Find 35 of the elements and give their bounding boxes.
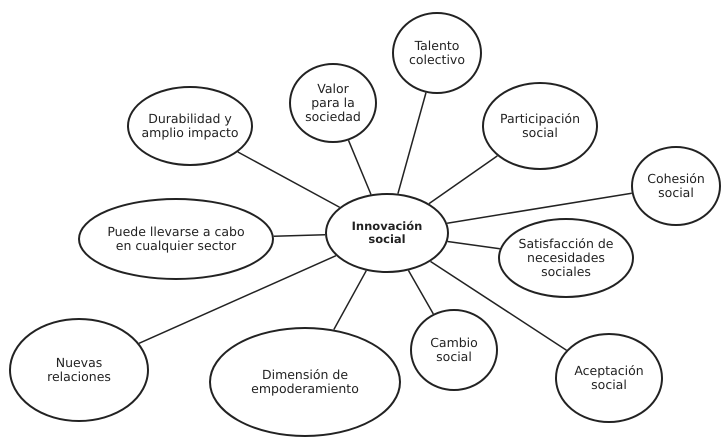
connector-line [430, 260, 567, 351]
node-label: Nuevas relaciones [46, 356, 112, 384]
ellipse-node [325, 193, 449, 273]
ellipse-node [127, 86, 253, 166]
connector-line [348, 140, 372, 195]
node-label: Dimensión de empoderamiento [250, 368, 360, 396]
ellipse-node [78, 198, 274, 280]
connector-line [448, 240, 500, 250]
ellipse-node [410, 309, 498, 391]
ellipse-node [555, 333, 663, 423]
node-label: Durabilidad y amplio impacto [140, 112, 240, 140]
ellipse-node [9, 318, 149, 422]
connector-line [138, 255, 336, 344]
node-label: Puede llevarse a cabo en cualquier sector [106, 225, 246, 253]
node-label: Participación social [498, 112, 581, 140]
node-label: Cohesión social [646, 172, 706, 200]
node-label: Cambio social [429, 336, 479, 364]
node-label: Satisfacción de necesidades sociales [518, 237, 614, 279]
ellipse-node [631, 146, 721, 226]
node-label: Valor para la sociedad [304, 82, 362, 124]
connector-line [397, 92, 427, 194]
connector-line [274, 234, 326, 237]
node-label: Aceptación social [573, 364, 645, 392]
connector-line [238, 151, 340, 208]
connector-line [408, 270, 434, 314]
connector-line [333, 270, 367, 330]
ellipse-node [289, 63, 377, 143]
node-label: Talento colectivo [408, 39, 466, 67]
connector-line [428, 155, 498, 204]
ellipse-node [482, 82, 598, 170]
ellipse-node [392, 12, 482, 94]
node-label: Innovación social [350, 220, 424, 246]
connector-line [447, 192, 632, 224]
ellipse-node [209, 327, 401, 437]
ellipse-node [498, 218, 634, 298]
